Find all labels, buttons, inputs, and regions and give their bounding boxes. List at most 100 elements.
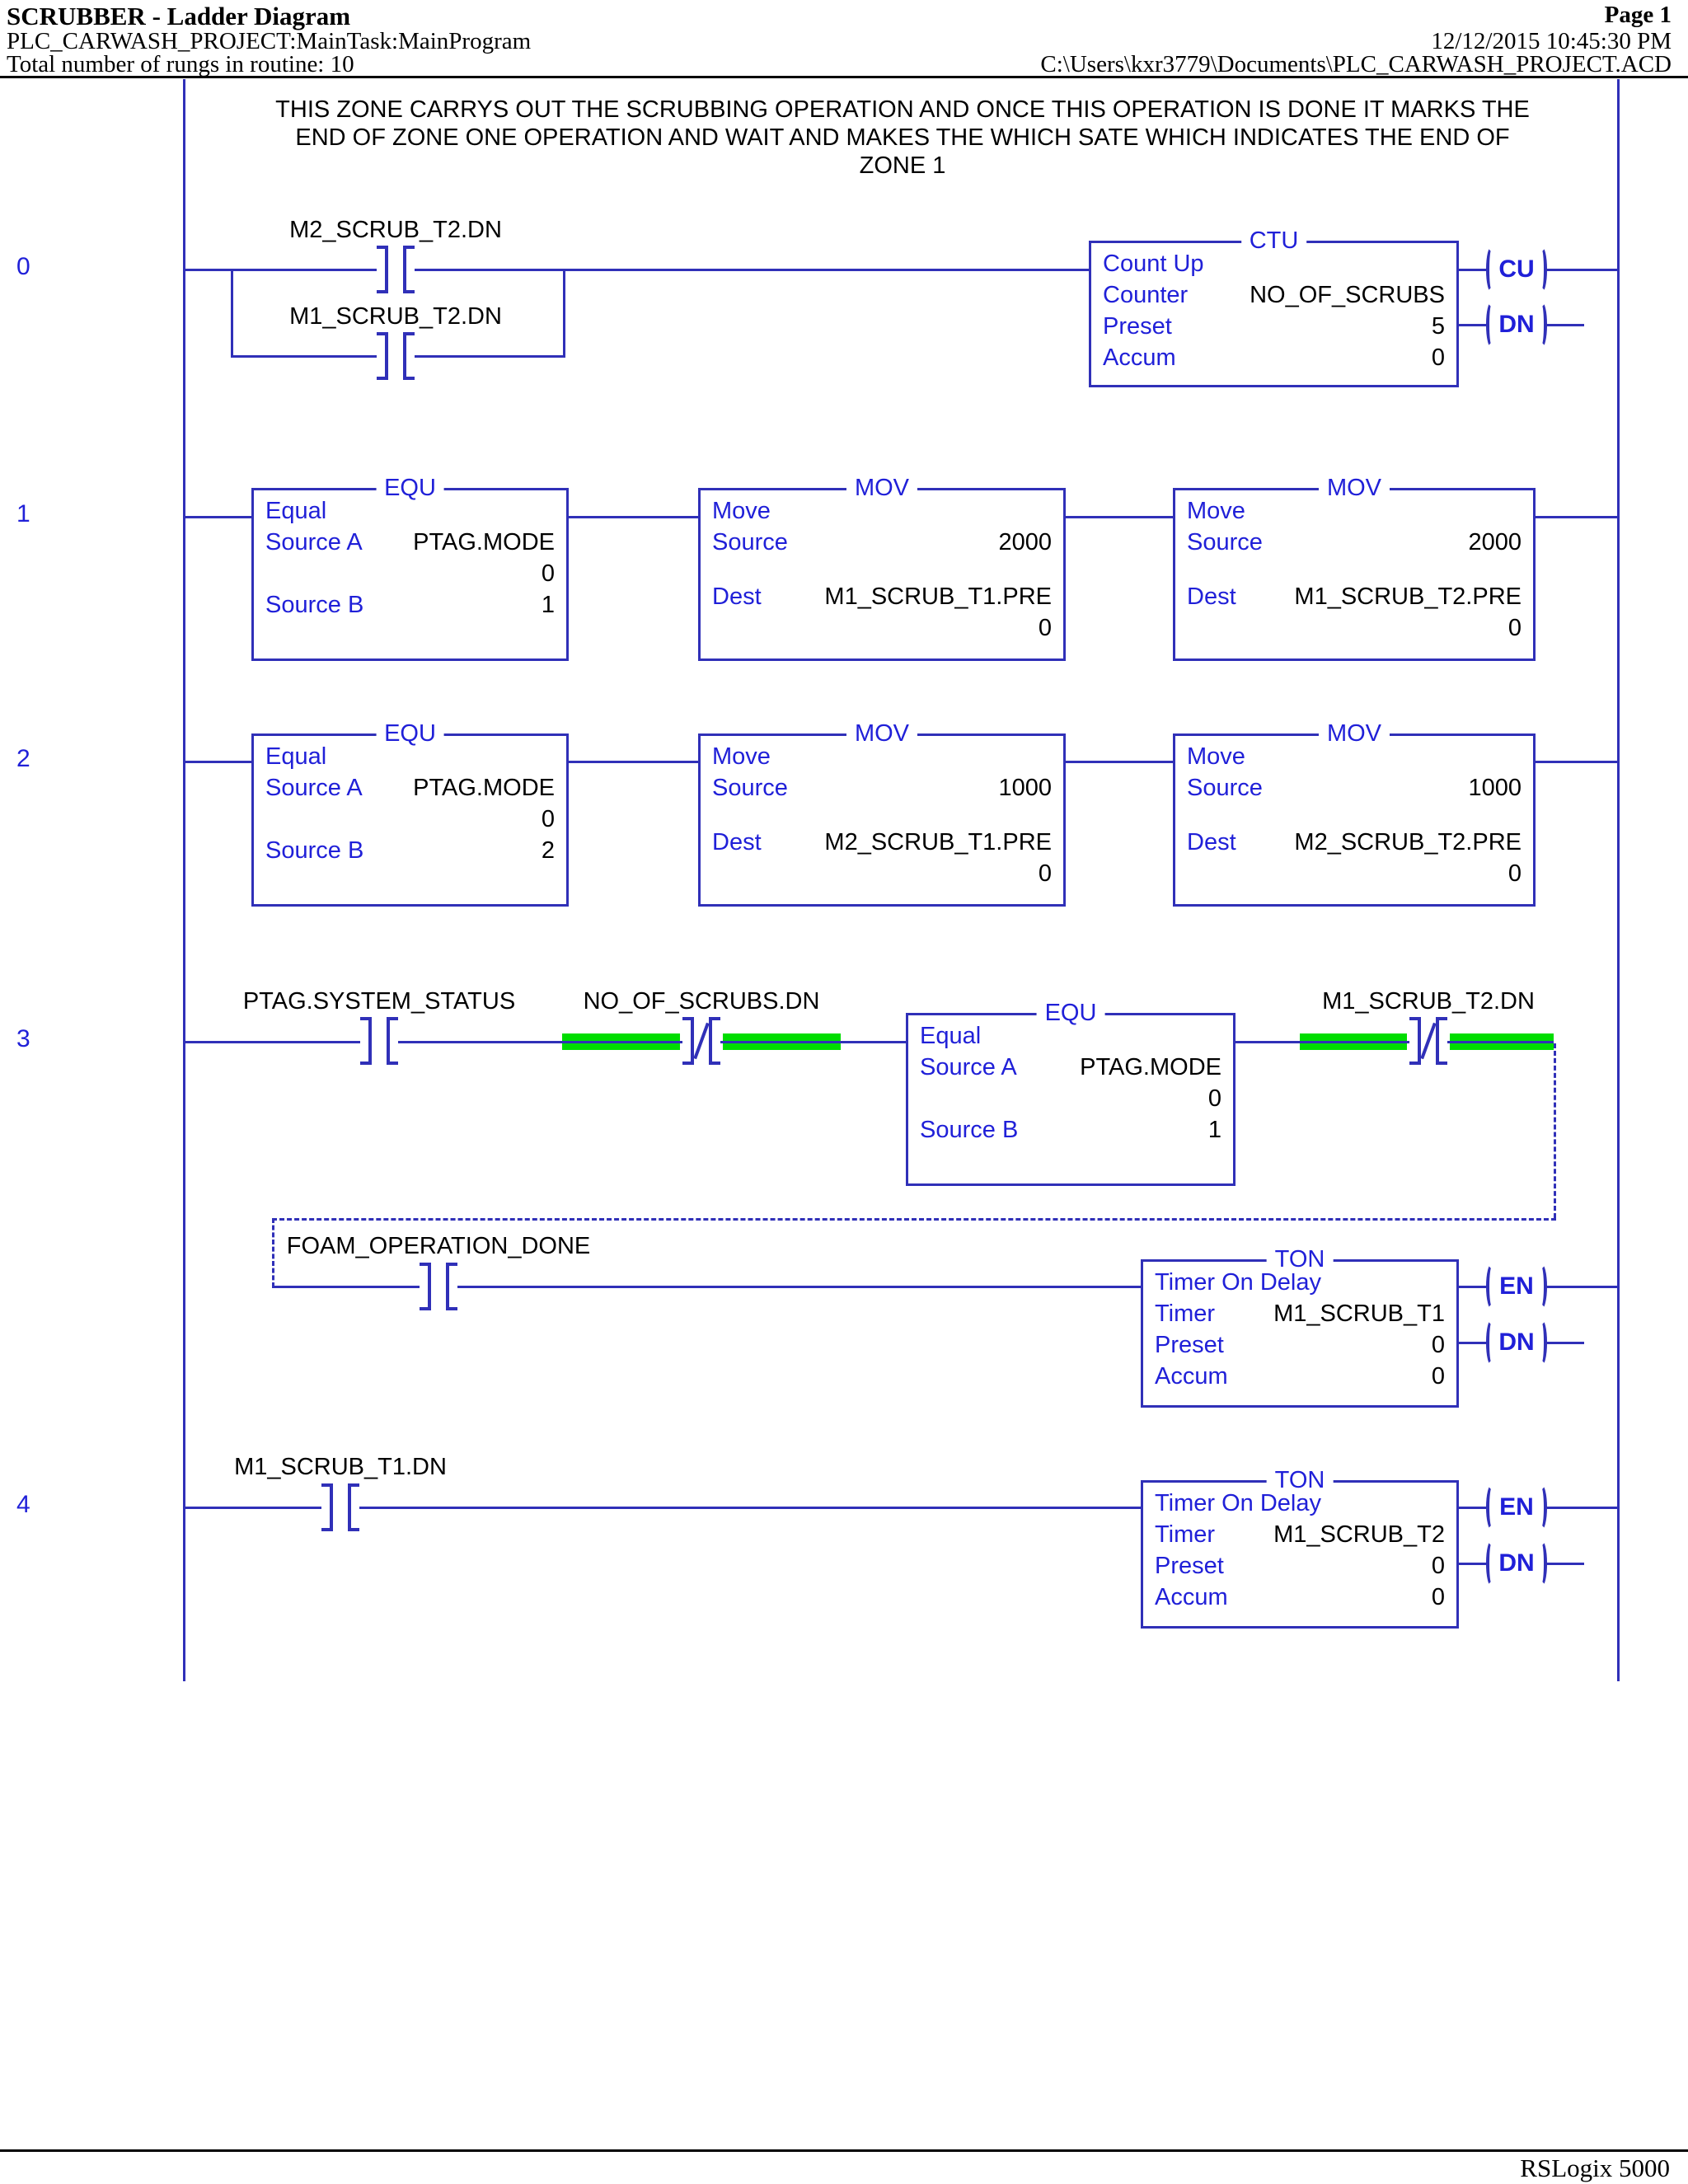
coil-label: DN	[1498, 1549, 1535, 1577]
contact-right-bracket	[387, 1017, 398, 1065]
param-value: M1_SCRUB_T1.PRE	[824, 583, 1052, 610]
param-label: Timer	[1155, 1301, 1216, 1327]
coil-dn: DN	[1486, 301, 1547, 349]
contact-tag-label: M1_SCRUB_T1.DN	[234, 1454, 447, 1480]
param-value: PTAG.MODE	[1080, 1054, 1221, 1080]
param-label: Source	[712, 775, 788, 801]
param-label: Source B	[920, 1117, 1019, 1143]
rung-number-2: 2	[16, 745, 30, 772]
coil-left-arc	[1486, 1540, 1497, 1586]
coil-right-arc	[1536, 302, 1547, 348]
param-label: Dest	[712, 583, 762, 610]
param-value: NO_OF_SCRUBS	[1250, 282, 1445, 308]
rung0-branch-right-wire	[563, 269, 565, 357]
instruction-mnemonic: CTU	[1240, 227, 1307, 255]
contact-left-bracket	[321, 1483, 333, 1531]
power-rail-right	[1617, 79, 1620, 1681]
contact-tag-label: M1_SCRUB_T2.DN	[1322, 988, 1535, 1015]
contact-tag-label: M2_SCRUB_T2.DN	[289, 217, 502, 243]
param-value: 1	[541, 592, 555, 618]
param-value: 0	[1431, 1584, 1445, 1610]
instruction-mnemonic: MOV	[1318, 475, 1390, 502]
coil-left-arc	[1486, 1263, 1498, 1310]
xio-contact-m1-scrub-t2-dn	[1409, 1017, 1447, 1065]
rung-number-0: 0	[16, 253, 30, 280]
param-label: Dest	[1187, 583, 1236, 610]
rung-wrap-dashed-wire	[272, 1218, 1556, 1221]
param-current: 0	[1207, 1085, 1221, 1112]
xic-contact-m1-scrub-t1-dn	[321, 1483, 359, 1531]
footer-app-name: RSLogix 5000	[1520, 2154, 1670, 2182]
param-label: Preset	[1155, 1332, 1224, 1358]
param-value: 0	[1431, 1363, 1445, 1390]
instruction-name: Timer On Delay	[1155, 1269, 1321, 1296]
coil-right-arc	[1536, 246, 1547, 293]
param-value: PTAG.MODE	[413, 775, 555, 801]
contact-left-bracket	[420, 1263, 431, 1310]
rung3-continuation-wire	[272, 1286, 1617, 1288]
param-value: 5	[1431, 313, 1445, 340]
param-value: 2	[541, 837, 555, 864]
coil-label: CU	[1498, 255, 1535, 283]
instruction-name: Move	[712, 498, 771, 524]
param-value: M1_SCRUB_T1	[1273, 1301, 1445, 1327]
rung0-wire	[183, 269, 1617, 271]
coil-dn: DN	[1486, 1540, 1547, 1587]
coil-label: DN	[1498, 311, 1535, 338]
header-rung-count: Total number of rungs in routine: 10	[7, 51, 354, 77]
param-value: M1_SCRUB_T2.PRE	[1294, 583, 1522, 610]
param-label: Accum	[1155, 1584, 1228, 1610]
coil-label: EN	[1499, 1272, 1534, 1300]
instruction-mnemonic: MOV	[1318, 720, 1390, 748]
coil-left-arc	[1486, 1319, 1497, 1366]
contact-right-bracket	[403, 332, 415, 380]
rung-comment: THIS ZONE CARRYS OUT THE SCRUBBING OPERA…	[206, 96, 1599, 180]
contact-tag-label: FOAM_OPERATION_DONE	[286, 1233, 591, 1259]
instruction-name: Move	[1187, 498, 1245, 524]
coil-right-arc	[1536, 1263, 1547, 1310]
param-value: 0	[1431, 1332, 1445, 1358]
contact-right-bracket	[446, 1263, 457, 1310]
param-label: Accum	[1155, 1363, 1228, 1390]
header-program-path: PLC_CARWASH_PROJECT:MainTask:MainProgram	[7, 28, 532, 54]
coil-right-arc	[1536, 1484, 1547, 1530]
coil-label: EN	[1499, 1493, 1534, 1521]
param-label: Source B	[265, 592, 364, 618]
param-label: Source A	[265, 529, 363, 555]
param-value: 0	[1431, 1553, 1445, 1579]
param-label: Source A	[920, 1054, 1017, 1080]
instruction-mnemonic: EQU	[376, 720, 444, 748]
contact-left-bracket	[377, 332, 388, 380]
coil-label: DN	[1498, 1329, 1535, 1356]
contact-tag-label: NO_OF_SCRUBS.DN	[583, 988, 820, 1015]
xic-contact-foam-operation-done	[420, 1263, 457, 1310]
rung-wrap-dashed-wire	[1554, 1043, 1556, 1218]
coil-right-arc	[1536, 1319, 1547, 1366]
instruction-mnemonic: MOV	[846, 720, 918, 748]
coil-right-arc	[1536, 1540, 1547, 1586]
param-current: 0	[1507, 615, 1522, 641]
param-current: 0	[1507, 860, 1522, 887]
rung-comment-line: ZONE 1	[859, 152, 946, 179]
coil-left-arc	[1486, 302, 1497, 348]
param-label: Source	[712, 529, 788, 555]
header-page-number: Page 1	[1604, 2, 1672, 28]
instruction-name: Timer On Delay	[1155, 1490, 1321, 1516]
contact-right-bracket	[1436, 1017, 1447, 1065]
coil-cu: CU	[1486, 246, 1547, 293]
footer-rule	[0, 2149, 1688, 2152]
rung0-branch-left-wire	[231, 269, 233, 357]
rung-number-1: 1	[16, 500, 30, 527]
contact-right-bracket	[403, 246, 415, 293]
param-value: M2_SCRUB_T1.PRE	[824, 829, 1052, 855]
rung4-wire	[183, 1507, 1617, 1509]
param-value: M2_SCRUB_T2.PRE	[1294, 829, 1522, 855]
param-label: Source	[1187, 775, 1263, 801]
header-file-path: C:\Users\kxr3779\Documents\PLC_CARWASH_P…	[1040, 51, 1672, 77]
header-rule	[0, 76, 1688, 78]
param-value: M1_SCRUB_T2	[1273, 1521, 1445, 1548]
rung-number-4: 4	[16, 1491, 30, 1518]
